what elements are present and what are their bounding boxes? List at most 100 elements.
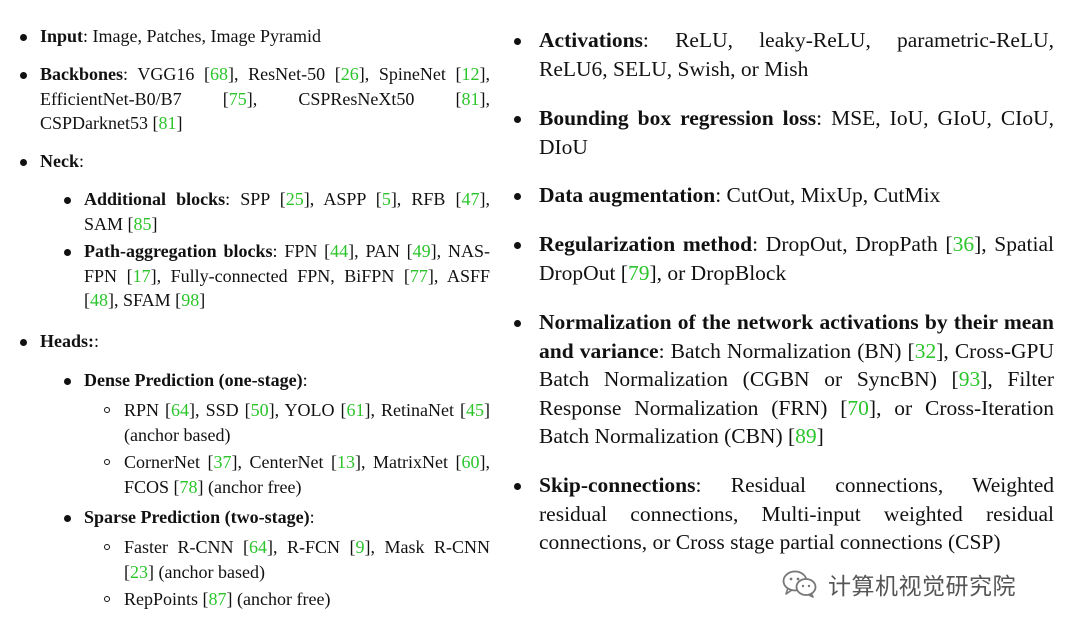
item-body: : [79, 151, 85, 171]
item-body: : Residual connections, Weighted residua… [539, 473, 1054, 554]
citation-link[interactable]: 93 [958, 367, 981, 391]
item-body: Faster R-CNN [ [124, 537, 249, 557]
citation-link[interactable]: 32 [914, 338, 937, 363]
item-heading: Activations [539, 28, 643, 52]
citation-link[interactable]: 23 [130, 561, 148, 582]
item-text: Faster R-CNN [64], R-FCN [9], Mask R-CNN… [124, 535, 490, 584]
item-text: Skip-connections: Residual connections, … [539, 471, 1054, 557]
item-heading: Neck [40, 151, 79, 171]
bullet-icon [64, 197, 71, 204]
item-body: ], RFB [ [390, 189, 462, 209]
citation-link[interactable]: 12 [461, 64, 480, 84]
item-body: RepPoints [ [124, 589, 209, 609]
bullet-icon [20, 159, 27, 166]
item-body: ], R-FCN [ [266, 537, 356, 557]
item-body: ], Filter Response Normalization (FRN) [ [539, 367, 1054, 420]
item-heading: Skip-connections [539, 473, 696, 497]
item-body: ], SAM [ [84, 189, 491, 234]
citation-link[interactable]: 81 [461, 88, 480, 109]
item-text: Sparse Prediction (two-stage): [84, 505, 490, 530]
citation-link[interactable]: 44 [330, 241, 349, 261]
bullet-icon [64, 378, 71, 385]
item-heading: Additional blocks [84, 189, 226, 209]
item-body: ], PAN [ [348, 241, 413, 261]
citation-link[interactable]: 50 [250, 400, 269, 420]
item-body: ] [151, 213, 158, 234]
citation-link[interactable]: 89 [795, 424, 817, 448]
citation-link[interactable]: 17 [132, 265, 151, 286]
item-body: ], CenterNet [ [231, 452, 338, 472]
bullet-icon [20, 72, 27, 79]
item-text: Regularization method: DropOut, DropPath… [539, 230, 1054, 287]
item-text: CornerNet [37], CenterNet [13], MatrixNe… [124, 450, 490, 499]
bullet-icon [514, 483, 521, 490]
bullet-icon [514, 38, 521, 45]
item-body: ], MatrixNet [ [355, 452, 462, 472]
citation-link[interactable]: 68 [209, 64, 228, 84]
citation-link[interactable]: 64 [171, 400, 190, 420]
bullet-icon [514, 116, 521, 123]
hollow-bullet-icon [104, 596, 110, 602]
citation-link[interactable]: 64 [248, 537, 267, 557]
hollow-bullet-icon [104, 459, 110, 465]
item-heading: Regularization method [539, 232, 753, 256]
item-body: ], Mask R-CNN [ [124, 537, 490, 582]
bullet-icon [20, 34, 27, 41]
item-body: : CutOut, MixUp, CutMix [715, 183, 941, 207]
item-body: ], CSPDarknet53 [ [40, 88, 490, 134]
item-text: Heads:: [40, 329, 490, 354]
bullet-icon [64, 249, 71, 256]
item-body: ], EfficientNet-B0/B7 [ [40, 64, 490, 109]
item-body: ], Cross-GPU Batch Normalization (CGBN o… [539, 338, 1054, 392]
citation-link[interactable]: 81 [158, 113, 177, 133]
citation-link[interactable]: 5 [381, 189, 391, 209]
citation-link[interactable]: 13 [337, 452, 355, 472]
item-body: ], SpineNet [ [358, 64, 462, 84]
citation-link[interactable]: 77 [409, 265, 428, 286]
citation-link[interactable]: 79 [627, 260, 650, 285]
bullet-icon [514, 242, 521, 249]
item-body: ] [176, 113, 183, 133]
citation-link[interactable]: 85 [133, 213, 152, 234]
item-body: CornerNet [ [124, 452, 214, 472]
item-body: ] (anchor based) [124, 400, 491, 445]
citation-link[interactable]: 45 [466, 400, 485, 420]
citation-link[interactable]: 60 [461, 452, 480, 472]
item-body: ] [199, 290, 206, 310]
item-body: ], FCOS [ [124, 452, 491, 497]
item-body: RPN [ [124, 400, 172, 420]
item-heading: Bounding box regression loss [539, 106, 817, 130]
item-body: : Batch Normalization (BN) [ [658, 338, 915, 363]
item-body: : VGG16 [ [123, 64, 210, 84]
item-text: Data augmentation: CutOut, MixUp, CutMix [539, 181, 1054, 210]
citation-link[interactable]: 47 [461, 189, 480, 209]
item-text: RPN [64], SSD [50], YOLO [61], RetinaNet… [124, 398, 490, 447]
hollow-bullet-icon [104, 544, 110, 550]
citation-link[interactable]: 75 [228, 88, 247, 109]
item-text: Bounding box regression loss: MSE, IoU, … [539, 104, 1054, 161]
item-heading: Backbones [40, 64, 124, 84]
item-heading: Sparse Prediction (two-stage) [84, 507, 310, 527]
citation-link[interactable]: 48 [90, 290, 108, 310]
item-text: Input: Image, Patches, Image Pyramid [40, 24, 490, 49]
item-body: ] (anchor based) [148, 561, 265, 582]
citation-link[interactable]: 78 [179, 476, 198, 497]
item-body: ], YOLO [ [268, 400, 347, 420]
item-heading: Data augmentation [539, 183, 716, 207]
citation-link[interactable]: 61 [346, 400, 365, 420]
citation-link[interactable]: 70 [847, 395, 869, 420]
citation-link[interactable]: 9 [355, 537, 365, 557]
item-text: Normalization of the network activations… [539, 308, 1054, 451]
citation-link[interactable]: 36 [952, 232, 975, 256]
item-body: : MSE, IoU, GIoU, CIoU, DIoU [539, 106, 1054, 159]
citation-link[interactable]: 87 [208, 589, 227, 609]
item-body: : ReLU, leaky-ReLU, parametric-ReLU, ReL… [539, 28, 1054, 81]
item-text: Additional blocks: SPP [25], ASPP [5], R… [84, 187, 490, 236]
citation-link[interactable]: 25 [285, 189, 304, 209]
citation-link[interactable]: 26 [340, 64, 359, 84]
bullet-icon [64, 515, 71, 522]
citation-link[interactable]: 49 [412, 241, 431, 261]
citation-link[interactable]: 37 [213, 452, 232, 472]
citation-link[interactable]: 98 [181, 290, 200, 310]
item-body: ], ASPP [ [303, 189, 382, 209]
